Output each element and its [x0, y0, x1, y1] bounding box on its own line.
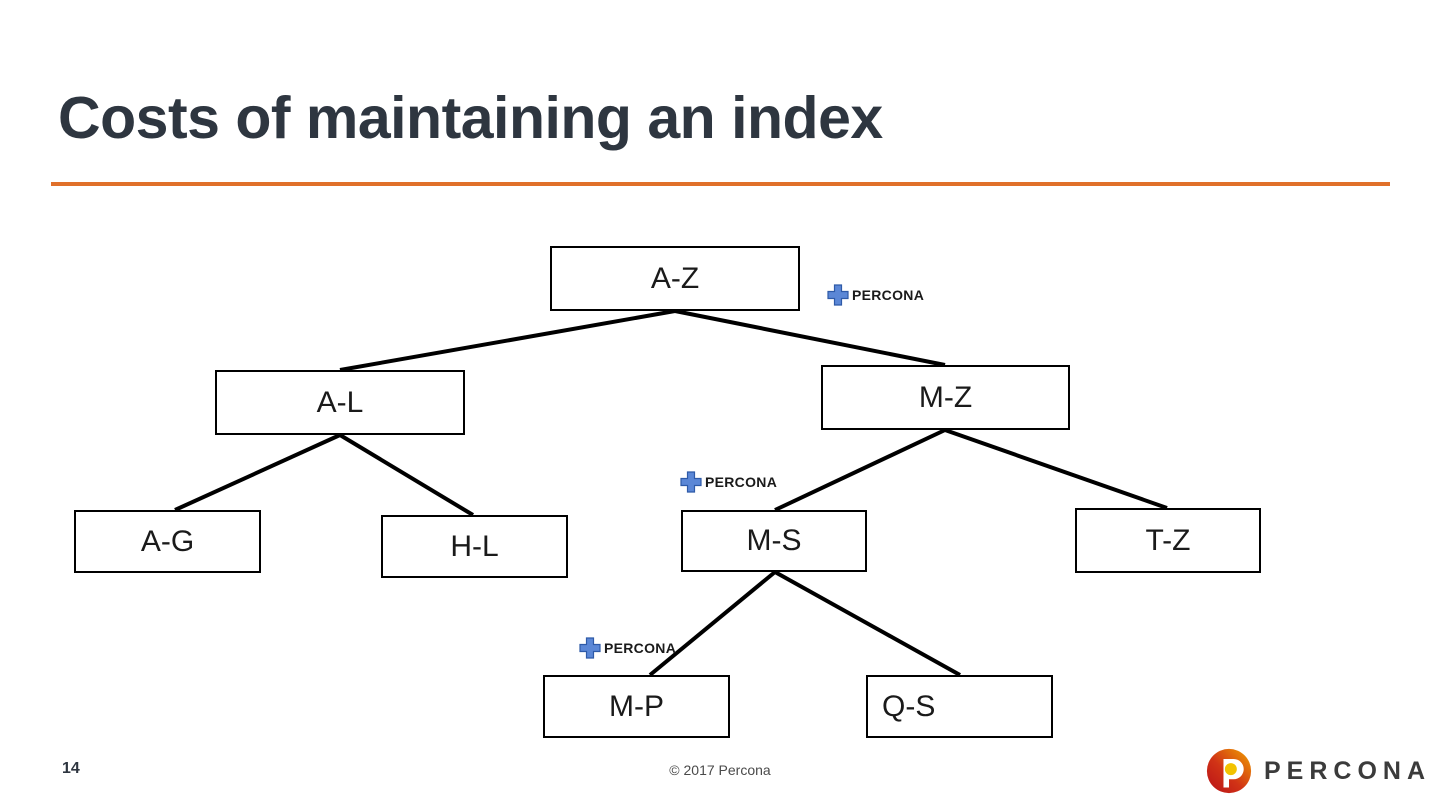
tree-node-a-l[interactable]: A-L [215, 370, 465, 435]
percona-plus-icon [578, 636, 602, 660]
percona-watermark: PERCONA [578, 636, 676, 660]
tree-node-t-z[interactable]: T-Z [1075, 508, 1261, 573]
percona-watermark-label: PERCONA [852, 287, 925, 303]
page-number: 14 [62, 760, 80, 777]
percona-circle-mark-icon [1206, 748, 1252, 794]
tree-edge-m-s-to-m-p [648, 570, 777, 677]
percona-wordmark: PERCONA [1264, 756, 1432, 785]
tree-edge-a-z-to-m-z [674, 309, 946, 367]
percona-plus-icon [679, 470, 703, 494]
tree-edge-m-s-to-q-s [774, 570, 961, 677]
tree-edge-m-z-to-m-s [774, 428, 946, 512]
page-title: Costs of maintaining an index [58, 85, 883, 151]
tree-edge-m-z-to-t-z [944, 428, 1168, 510]
tree-node-label: T-Z [1145, 523, 1191, 557]
tree-node-label: Q-S [882, 689, 936, 723]
title-divider [51, 182, 1390, 186]
tree-node-label: M-Z [918, 380, 973, 414]
percona-watermark: PERCONA [679, 470, 777, 494]
tree-node-q-s[interactable]: Q-S [866, 675, 1053, 738]
tree-node-label: A-L [316, 385, 364, 419]
tree-node-label: A-Z [650, 261, 700, 295]
tree-node-m-p[interactable]: M-P [543, 675, 730, 738]
tree-node-h-l[interactable]: H-L [381, 515, 568, 578]
percona-watermark-label: PERCONA [705, 474, 778, 490]
tree-edge-a-l-to-a-g [174, 433, 341, 512]
tree-edge-a-z-to-a-l [339, 309, 676, 372]
percona-brand-logo: PERCONA [1206, 748, 1431, 794]
percona-plus-icon [826, 283, 850, 307]
copyright-notice: © 2017 Percona [669, 762, 771, 778]
tree-node-label: M-S [746, 524, 802, 557]
tree-node-m-z[interactable]: M-Z [821, 365, 1070, 430]
tree-node-a-z[interactable]: A-Z [550, 246, 800, 311]
tree-node-label: A-G [140, 524, 195, 558]
tree-node-m-s[interactable]: M-S [681, 510, 867, 572]
percona-watermark: PERCONA [826, 283, 924, 307]
tree-node-label: H-L [450, 529, 499, 563]
tree-node-label: M-P [609, 689, 664, 723]
percona-watermark-label: PERCONA [604, 640, 677, 656]
tree-node-a-g[interactable]: A-G [74, 510, 261, 573]
tree-edge-a-l-to-h-l [338, 433, 475, 517]
